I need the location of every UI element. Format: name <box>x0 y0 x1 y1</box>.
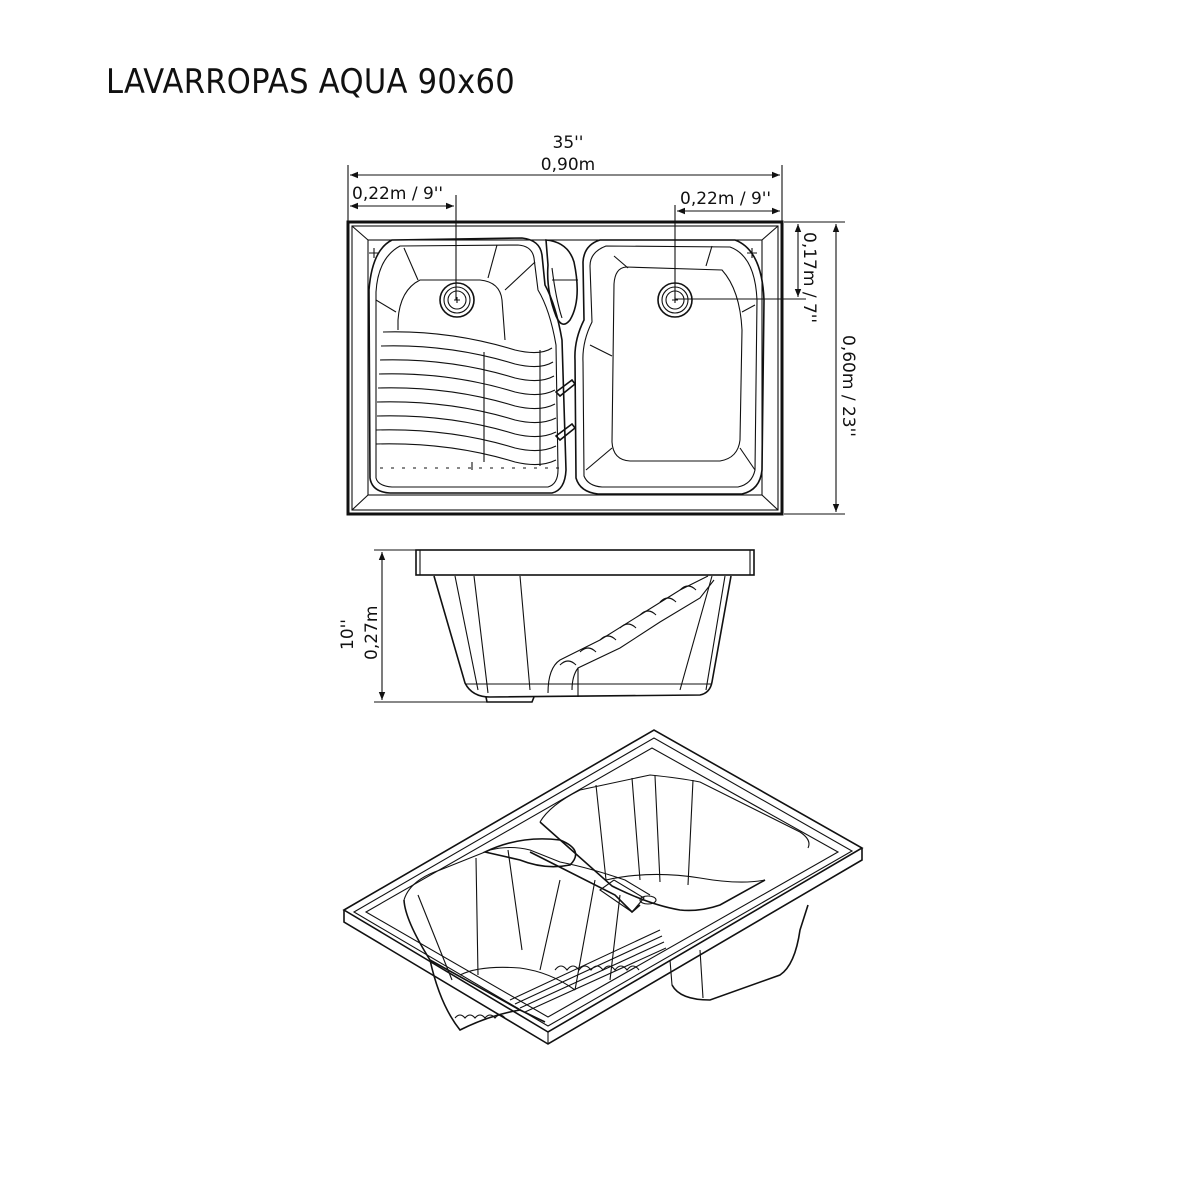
drawing-title: LAVARROPAS AQUA 90x60 <box>106 62 516 102</box>
overall-width-dimension: 35'' 0,90m <box>347 133 783 222</box>
width-imperial-label: 35'' <box>553 133 584 153</box>
left-drain <box>439 282 475 318</box>
drain-depth-dimension: 0,17m / 7'' <box>675 221 845 323</box>
isometric-view <box>342 729 864 1045</box>
left-drain-dimension: 0,22m / 9'' <box>350 184 457 300</box>
drain-depth-label: 0,17m / 7'' <box>799 232 819 323</box>
side-washboard <box>547 575 715 697</box>
left-basin <box>368 237 577 494</box>
right-drain <box>657 282 693 318</box>
iso-left-basin <box>403 846 667 1032</box>
washboard-ridges <box>375 331 560 470</box>
overall-depth-dimension: 0,60m / 23'' <box>784 224 858 515</box>
width-metric-label: 0,90m <box>541 155 595 175</box>
top-view <box>346 220 784 516</box>
iso-soap-dish <box>482 838 657 914</box>
right-drain-dimension: 0,22m / 9'' <box>674 189 780 300</box>
height-imperial-label: 10'' <box>338 619 358 650</box>
iso-right-basin <box>539 774 810 1001</box>
height-dimension: 10'' 0,27m <box>338 606 382 660</box>
left-drain-label: 0,22m / 9'' <box>352 184 443 204</box>
right-drain-label: 0,22m / 9'' <box>680 189 771 209</box>
soap-dish <box>545 239 578 325</box>
overall-depth-label: 0,60m / 23'' <box>838 335 858 437</box>
side-view: 10'' 0,27m <box>338 549 755 703</box>
height-metric-label: 0,27m <box>362 606 382 660</box>
right-basin <box>574 239 765 495</box>
